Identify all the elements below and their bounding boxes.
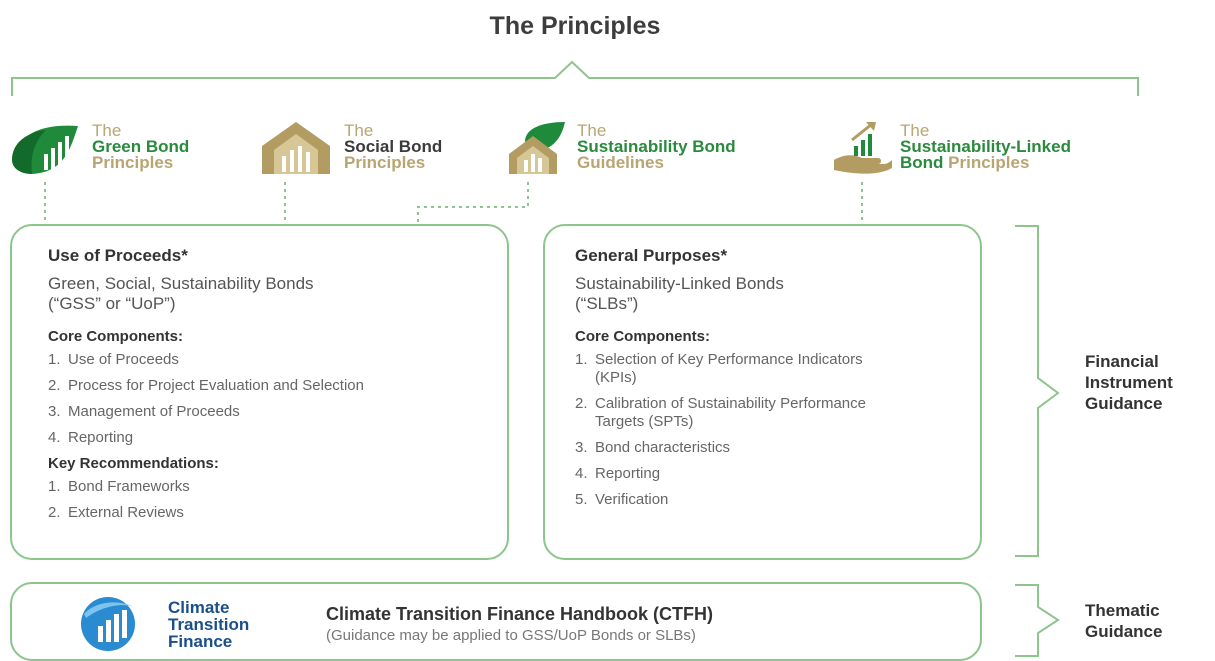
key-recommendations-list: 1.Bond Frameworks 2.External Reviews xyxy=(48,478,507,522)
ctf-logo-line2: Transition xyxy=(168,615,250,634)
list-item: 3.Management of Proceeds xyxy=(48,403,240,420)
list-item: 1.Bond Frameworks xyxy=(48,478,190,495)
ctfh-box: Climate Transition Finance Climate Trans… xyxy=(10,582,982,661)
financial-instrument-guidance-label: Financial Instrument Guidance xyxy=(1085,352,1173,413)
gss-subtitle-line2: (“GSS” or “UoP”) xyxy=(48,294,176,313)
green-bond-line3: Principles xyxy=(92,153,174,172)
climate-transition-globe-icon xyxy=(81,597,136,651)
social-bond-line2: Social Bond xyxy=(344,137,443,156)
green-bond-leaf-icon xyxy=(12,125,78,174)
sustainability-linked-line2: Sustainability-Linked xyxy=(900,137,1071,156)
left-core-components-title: Core Components: xyxy=(48,328,183,345)
general-purposes-heading: General Purposes* xyxy=(575,246,728,265)
use-of-proceeds-box: Use of Proceeds* Green, Social, Sustaina… xyxy=(10,224,509,560)
list-item: 4.Reporting xyxy=(48,429,134,446)
hand-growth-icon xyxy=(834,122,892,174)
list-item: 4.Reporting xyxy=(575,465,661,482)
left-core-components-list: 1.Use of Proceeds 2.Process for Project … xyxy=(48,351,507,447)
gss-subtitle-line1: Green, Social, Sustainability Bonds xyxy=(48,274,314,293)
social-bond-house-icon xyxy=(262,122,330,174)
sustainability-bond-logo: The Sustainability Bond Guidelines xyxy=(507,120,817,180)
social-bond-logo: The Social Bond Principles xyxy=(260,120,520,180)
list-item: 1.Use of Proceeds xyxy=(48,351,179,368)
key-recommendations-title: Key Recommendations: xyxy=(48,455,219,472)
list-item: 2.External Reviews xyxy=(48,504,184,521)
list-item: 2.Process for Project Evaluation and Sel… xyxy=(48,377,364,394)
social-bond-line1: The xyxy=(344,121,374,140)
ctf-logo-line1: Climate xyxy=(168,598,230,617)
diagram-title: The Principles xyxy=(489,12,661,40)
green-bond-logo: The Green Bond Principles xyxy=(10,120,260,180)
green-bond-line1: The xyxy=(92,121,122,140)
sustainability-bond-line3: Guidelines xyxy=(577,153,664,172)
right-core-components-list: 1.Selection of Key Performance Indicator… xyxy=(575,351,875,509)
social-bond-line3: Principles xyxy=(344,153,426,172)
green-bond-line2: Green Bond xyxy=(92,137,190,156)
list-item: 5.Verification xyxy=(575,491,669,508)
sustainability-linked-logo: The Sustainability-Linked Bond Principle… xyxy=(832,120,1152,180)
slb-subtitle-line2: (“SLBs”) xyxy=(575,294,639,313)
list-item: 1.Selection of Key Performance Indicator… xyxy=(575,351,863,386)
ctf-logo-line3: Finance xyxy=(168,632,233,651)
ctfh-subtitle: (Guidance may be applied to GSS/UoP Bond… xyxy=(326,627,696,644)
use-of-proceeds-heading: Use of Proceeds* xyxy=(48,246,188,265)
sustainability-linked-line3a: Bond xyxy=(900,153,944,172)
general-purposes-box: General Purposes* Sustainability-Linked … xyxy=(543,224,982,560)
sustainability-linked-line3b: Principles xyxy=(943,153,1030,172)
sustainability-bond-icon xyxy=(509,122,565,174)
thematic-guidance-label: Thematic Guidance xyxy=(1085,601,1163,641)
list-item: 3.Bond characteristics xyxy=(575,439,731,456)
sustainability-linked-line1: The xyxy=(900,121,930,140)
ctfh-heading: Climate Transition Finance Handbook (CTF… xyxy=(326,604,714,624)
sustainability-bond-line2: Sustainability Bond xyxy=(577,137,736,156)
sustainability-bond-line1: The xyxy=(577,121,607,140)
slb-subtitle-line1: Sustainability-Linked Bonds xyxy=(575,274,784,293)
right-core-components-title: Core Components: xyxy=(575,328,710,345)
list-item: 2.Calibration of Sustainability Performa… xyxy=(575,395,866,430)
